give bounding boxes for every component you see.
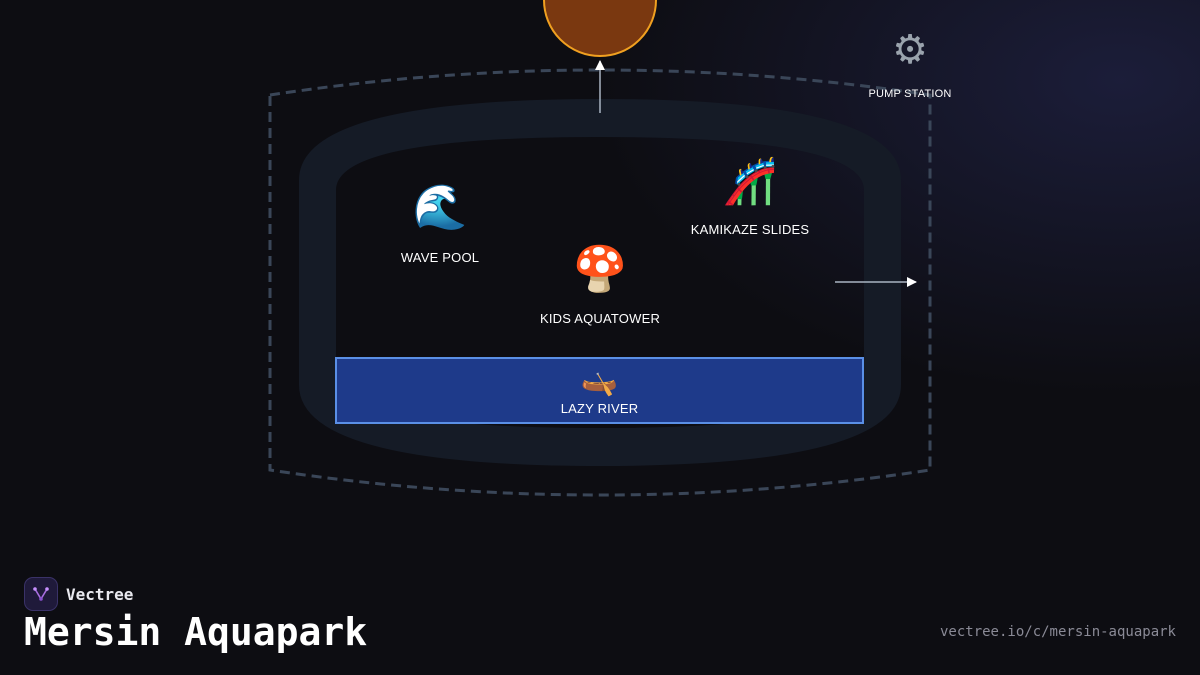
page-title: Mersin Aquapark <box>24 610 368 654</box>
top-node-circle[interactable] <box>543 0 657 57</box>
wave-icon: 🌊 <box>412 182 468 233</box>
kamikaze-slides-node[interactable]: 🎢 KAMIKAZE SLIDES <box>670 156 830 238</box>
pump-station-node[interactable]: ⚙ PUMP STATION <box>850 30 970 100</box>
gear-icon: ⚙ <box>892 27 928 73</box>
roller-coaster-icon: 🎢 <box>722 156 778 207</box>
pump-station-label: PUMP STATION <box>868 88 952 100</box>
brand-name: Vectree <box>66 584 134 604</box>
lazy-river-node[interactable]: 🛶 LAZY RIVER <box>335 363 864 417</box>
lazy-river-label: LAZY RIVER <box>560 401 639 416</box>
canoe-icon: 🛶 <box>580 363 619 398</box>
vectree-logo-icon <box>24 577 58 611</box>
brand: Vectree <box>24 577 133 611</box>
wave-pool-label: WAVE POOL <box>400 250 480 265</box>
dashed-park-boundary <box>268 68 932 497</box>
page-url[interactable]: vectree.io/c/mersin-aquapark <box>939 624 1176 640</box>
park-track-ring <box>299 99 901 466</box>
wave-pool-node[interactable]: 🌊 WAVE POOL <box>380 182 500 266</box>
kids-aquatower-node[interactable]: 🍄 KIDS AQUATOWER <box>520 244 680 327</box>
mushroom-icon: 🍄 <box>572 244 628 295</box>
kids-aquatower-label: KIDS AQUATOWER <box>539 311 661 326</box>
lazy-river-box[interactable] <box>335 357 864 424</box>
kamikaze-slides-label: KAMIKAZE SLIDES <box>690 222 810 237</box>
